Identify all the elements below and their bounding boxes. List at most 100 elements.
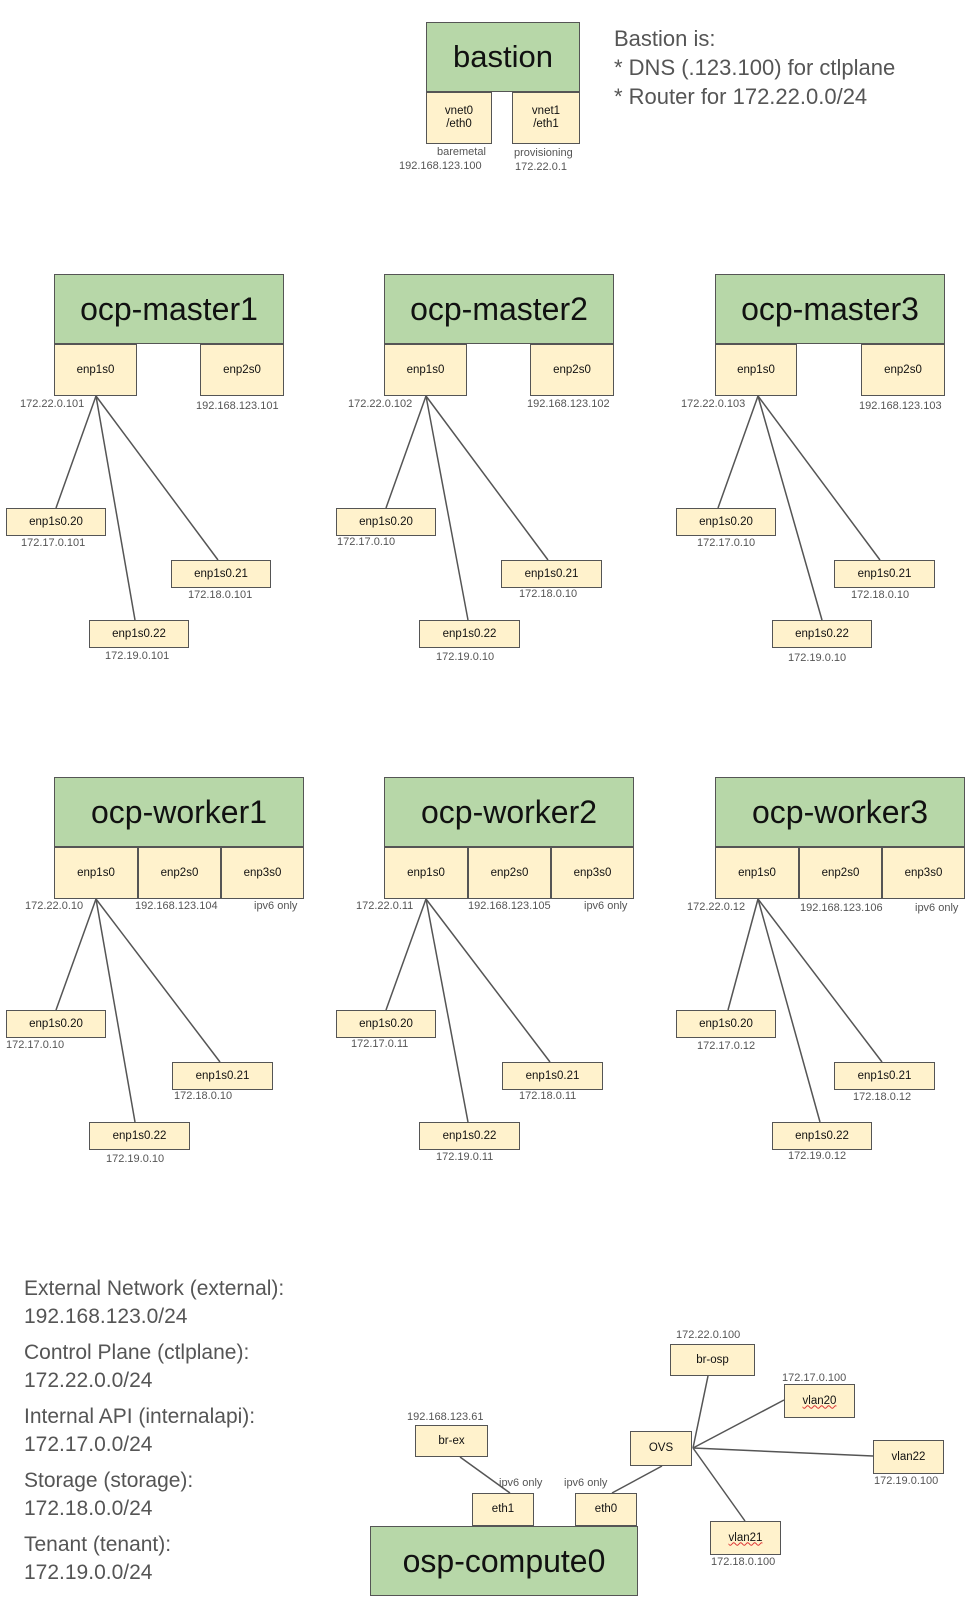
worker1-enp2s0: enp2s0 (138, 847, 221, 899)
worker3-enp2s0: enp2s0 (799, 847, 882, 899)
legend-tenant-cidr: 172.19.0.0/24 (24, 1561, 153, 1584)
bastion-node: bastion (426, 22, 580, 92)
worker1-node: ocp-worker1 (54, 777, 304, 847)
master3-enp1s0-22: enp1s0.22 (772, 620, 872, 648)
worker2-enp1s0-ip: 172.22.0.11 (356, 900, 414, 912)
worker2-enp3s0-ip: ipv6 only (584, 900, 628, 912)
compute-eth0-ip: ipv6 only (564, 1477, 608, 1489)
worker2-enp1s0-21-ip: 172.18.0.11 (519, 1090, 577, 1102)
compute-node: osp-compute0 (370, 1526, 638, 1596)
legend-ctlplane-cidr: 172.22.0.0/24 (24, 1369, 153, 1392)
link-worker3-vlan20 (727, 898, 759, 1011)
master2-enp1s0: enp1s0 (384, 344, 467, 396)
master2-enp1s0-21: enp1s0.21 (501, 560, 602, 588)
link-worker2-vlan21 (425, 898, 551, 1063)
worker3-enp2s0-ip: 192.168.123.106 (800, 902, 883, 914)
master2-enp1s0-ip: 172.22.0.102 (348, 398, 413, 410)
legend-internalapi: Internal API (internalapi): 172.17.0.0/2… (24, 1403, 284, 1459)
worker2-enp2s0-ip: 192.168.123.105 (468, 900, 551, 912)
worker2-title: ocp-worker2 (420, 793, 598, 830)
worker3-title: ocp-worker3 (751, 793, 929, 830)
link-master2-vlan21 (425, 395, 549, 561)
master3-title: ocp-master3 (741, 290, 919, 327)
compute-vlan22-ip: 172.19.0.100 (874, 1475, 939, 1487)
master3-enp1s0-21-ip: 172.18.0.10 (851, 589, 910, 601)
worker1-enp1s0: enp1s0 (54, 847, 138, 899)
worker3-node: ocp-worker3 (715, 777, 965, 847)
compute-vlan20-label: vlan20 (802, 1394, 837, 1407)
compute-ovs: OVS (630, 1431, 692, 1466)
link-master3-vlan21 (757, 395, 881, 561)
network-legend: External Network (external): 192.168.123… (24, 1275, 284, 1587)
legend-storage-cidr: 172.18.0.0/24 (24, 1497, 153, 1520)
bastion-note-line2: * DNS (.123.100) for ctlplane (614, 55, 896, 80)
bastion-provisioning-ip: 172.22.0.1 (515, 161, 567, 173)
compute-br-ex: br-ex (415, 1425, 488, 1457)
link-master3-vlan20 (717, 395, 759, 509)
master1-enp1s0-22-ip: 172.19.0.101 (105, 650, 170, 662)
compute-vlan21: vlan21 (710, 1521, 781, 1555)
master2-enp1s0-20: enp1s0.20 (336, 508, 436, 536)
compute-title: osp-compute0 (402, 1542, 606, 1579)
worker1-enp1s0-20: enp1s0.20 (6, 1010, 106, 1038)
master1-enp1s0-22: enp1s0.22 (89, 620, 189, 648)
link-ovs-brosp (692, 1375, 709, 1449)
master2-enp1s0-20-ip: 172.17.0.10 (337, 536, 396, 548)
compute-eth1: eth1 (472, 1493, 534, 1526)
compute-vlan21-ip: 172.18.0.100 (711, 1556, 776, 1568)
worker1-enp1s0-20-ip: 172.17.0.10 (6, 1039, 65, 1051)
link-ovs-vlan22 (692, 1447, 874, 1457)
link-worker1-vlan22 (95, 898, 136, 1123)
link-worker2-vlan20 (385, 898, 427, 1011)
link-worker1-vlan20 (55, 898, 97, 1011)
worker1-enp1s0-21: enp1s0.21 (172, 1062, 273, 1090)
worker2-enp1s0-22-ip: 172.19.0.11 (436, 1151, 494, 1163)
worker3-enp1s0-21-ip: 172.18.0.12 (853, 1091, 912, 1103)
master2-node: ocp-master2 (384, 274, 614, 344)
master2-enp1s0-22: enp1s0.22 (419, 620, 520, 648)
link-master1-vlan22 (95, 395, 136, 621)
link-ovs-vlan20 (692, 1399, 785, 1449)
master3-enp1s0-20: enp1s0.20 (676, 508, 776, 536)
compute-vlan22: vlan22 (873, 1440, 944, 1474)
bastion-note: Bastion is: * DNS (.123.100) for ctlplan… (614, 24, 895, 111)
master3-node: ocp-master3 (715, 274, 945, 344)
master2-enp2s0: enp2s0 (530, 344, 614, 396)
compute-br-ex-ip: 192.168.123.61 (407, 1411, 484, 1423)
link-worker1-vlan21 (95, 898, 221, 1063)
worker3-enp1s0-20: enp1s0.20 (676, 1010, 776, 1038)
worker1-enp3s0-ip: ipv6 only (254, 900, 298, 912)
compute-vlan21-label: vlan21 (728, 1531, 763, 1544)
legend-external-cidr: 192.168.123.0/24 (24, 1305, 188, 1328)
link-master3-vlan22 (757, 395, 823, 621)
master3-enp2s0-ip: 192.168.123.103 (859, 400, 942, 412)
link-worker3-vlan22 (757, 898, 821, 1123)
legend-ctlplane-name: Control Plane (ctlplane): (24, 1341, 250, 1364)
master1-node: ocp-master1 (54, 274, 284, 344)
master3-enp2s0: enp2s0 (861, 344, 945, 396)
legend-storage-name: Storage (storage): (24, 1469, 194, 1492)
master1-enp1s0-21: enp1s0.21 (171, 560, 271, 588)
worker3-enp1s0: enp1s0 (715, 847, 799, 899)
worker1-title: ocp-worker1 (90, 793, 268, 830)
master1-enp1s0-21-ip: 172.18.0.101 (188, 589, 253, 601)
worker2-node: ocp-worker2 (384, 777, 634, 847)
worker2-enp1s0-21: enp1s0.21 (502, 1062, 603, 1090)
bastion-baremetal-ip: 192.168.123.100 (399, 160, 482, 172)
compute-br-osp-ip: 172.22.0.100 (676, 1329, 741, 1341)
link-master2-vlan20 (385, 395, 427, 509)
legend-storage: Storage (storage): 172.18.0.0/24 (24, 1467, 284, 1523)
legend-internalapi-cidr: 172.17.0.0/24 (24, 1433, 153, 1456)
master3-enp1s0-22-ip: 172.19.0.10 (788, 652, 847, 664)
master1-enp1s0-20-ip: 172.17.0.101 (21, 537, 86, 549)
bastion-note-line3: * Router for 172.22.0.0/24 (614, 84, 868, 109)
link-master2-vlan22 (425, 395, 469, 621)
compute-eth0: eth0 (575, 1493, 637, 1526)
bastion-provisioning-label: provisioning (514, 147, 573, 159)
worker2-enp1s0-20-ip: 172.17.0.11 (351, 1038, 409, 1050)
worker1-enp2s0-ip: 192.168.123.104 (135, 900, 218, 912)
link-eth0-ovs (611, 1465, 663, 1494)
worker3-enp1s0-22-ip: 172.19.0.12 (788, 1150, 847, 1162)
compute-eth1-ip: ipv6 only (499, 1477, 543, 1489)
link-worker2-vlan22 (425, 898, 469, 1123)
